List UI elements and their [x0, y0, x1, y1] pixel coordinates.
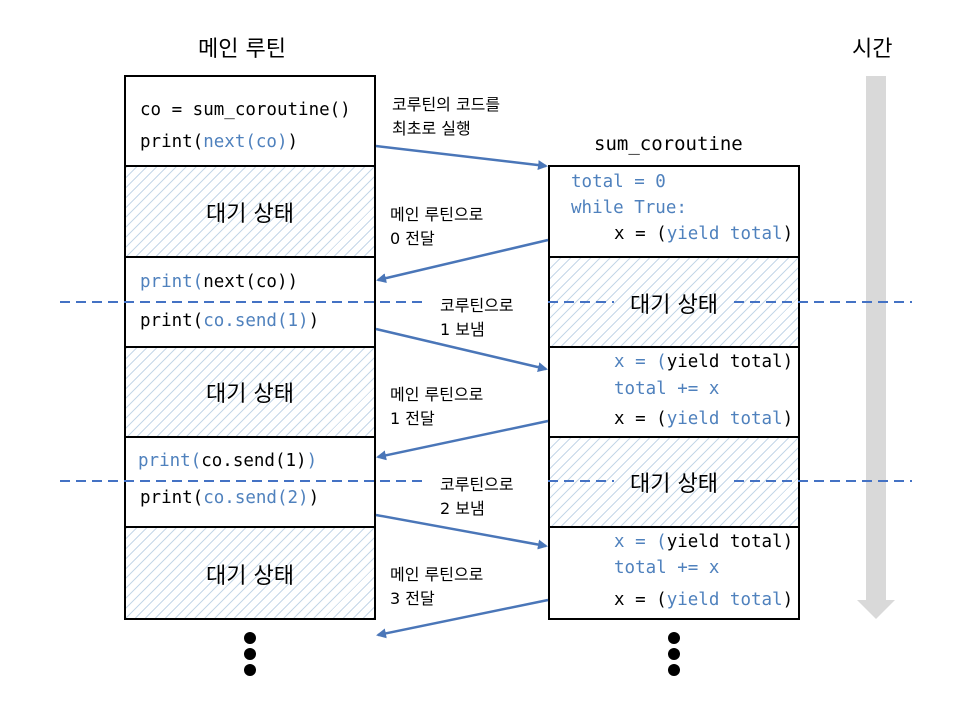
coroutine-code-block-2	[548, 348, 800, 437]
coroutine-waiting-label-2: 대기 상태	[630, 472, 718, 497]
coroutine-waiting-label-1: 대기 상태	[630, 293, 718, 318]
main-waiting-block-1	[124, 167, 376, 257]
co-line-total-init: total = 0	[571, 172, 666, 192]
main-routine-title: 메인 루틴	[198, 37, 286, 62]
arrow-return-3	[376, 598, 549, 639]
main-waiting-label-3: 대기 상태	[206, 564, 294, 589]
divider	[548, 346, 800, 348]
coroutine-code-block-3	[548, 528, 800, 620]
main-waiting-block-3	[124, 528, 376, 620]
divider	[548, 256, 800, 258]
arrow-start-coroutine	[375, 144, 548, 171]
main-waiting-label-1: 대기 상태	[206, 202, 294, 227]
coroutine-waiting-block-2	[548, 438, 800, 527]
divider	[124, 526, 376, 528]
main-waiting-label-2: 대기 상태	[206, 382, 294, 407]
arrow-return-1	[376, 419, 549, 461]
divider	[548, 526, 800, 528]
co-line-while: while True:	[571, 198, 687, 218]
co-line-yield-3: x = (yield total)	[614, 409, 794, 429]
code-line-send-1-b: print(co.send(1))	[138, 451, 318, 471]
arrow-send-1	[375, 327, 548, 373]
co-line-total-add-2: total += x	[614, 558, 720, 578]
arrow-send-2	[375, 513, 548, 550]
main-waiting-block-2	[124, 348, 376, 437]
main-code-block-1	[124, 75, 376, 166]
divider	[548, 436, 800, 438]
code-line-co-assign: co = sum_coroutine()	[140, 100, 351, 120]
divider	[124, 436, 376, 438]
code-line-send-1: print(co.send(1))	[140, 311, 320, 331]
divider	[124, 346, 376, 348]
co-line-yield-1: x = (yield total)	[614, 224, 794, 244]
co-line-yield-2: x = (yield total)	[614, 352, 794, 372]
code-line-print-next-2: print(next(co))	[140, 272, 299, 292]
divider	[124, 256, 376, 258]
divider	[124, 165, 376, 167]
code-line-print-next: print(next(co))	[140, 132, 299, 152]
co-line-total-add-1: total += x	[614, 379, 720, 399]
code-line-send-2: print(co.send(2))	[140, 488, 320, 508]
time-title: 시간	[852, 37, 893, 62]
co-line-yield-5: x = (yield total)	[614, 590, 794, 610]
arrow-return-0	[376, 238, 549, 284]
main-code-block-3	[124, 438, 376, 527]
coroutine-code-block-1	[548, 165, 800, 257]
coroutine-title: sum_coroutine	[594, 133, 743, 155]
co-line-yield-4: x = (yield total)	[614, 532, 794, 552]
